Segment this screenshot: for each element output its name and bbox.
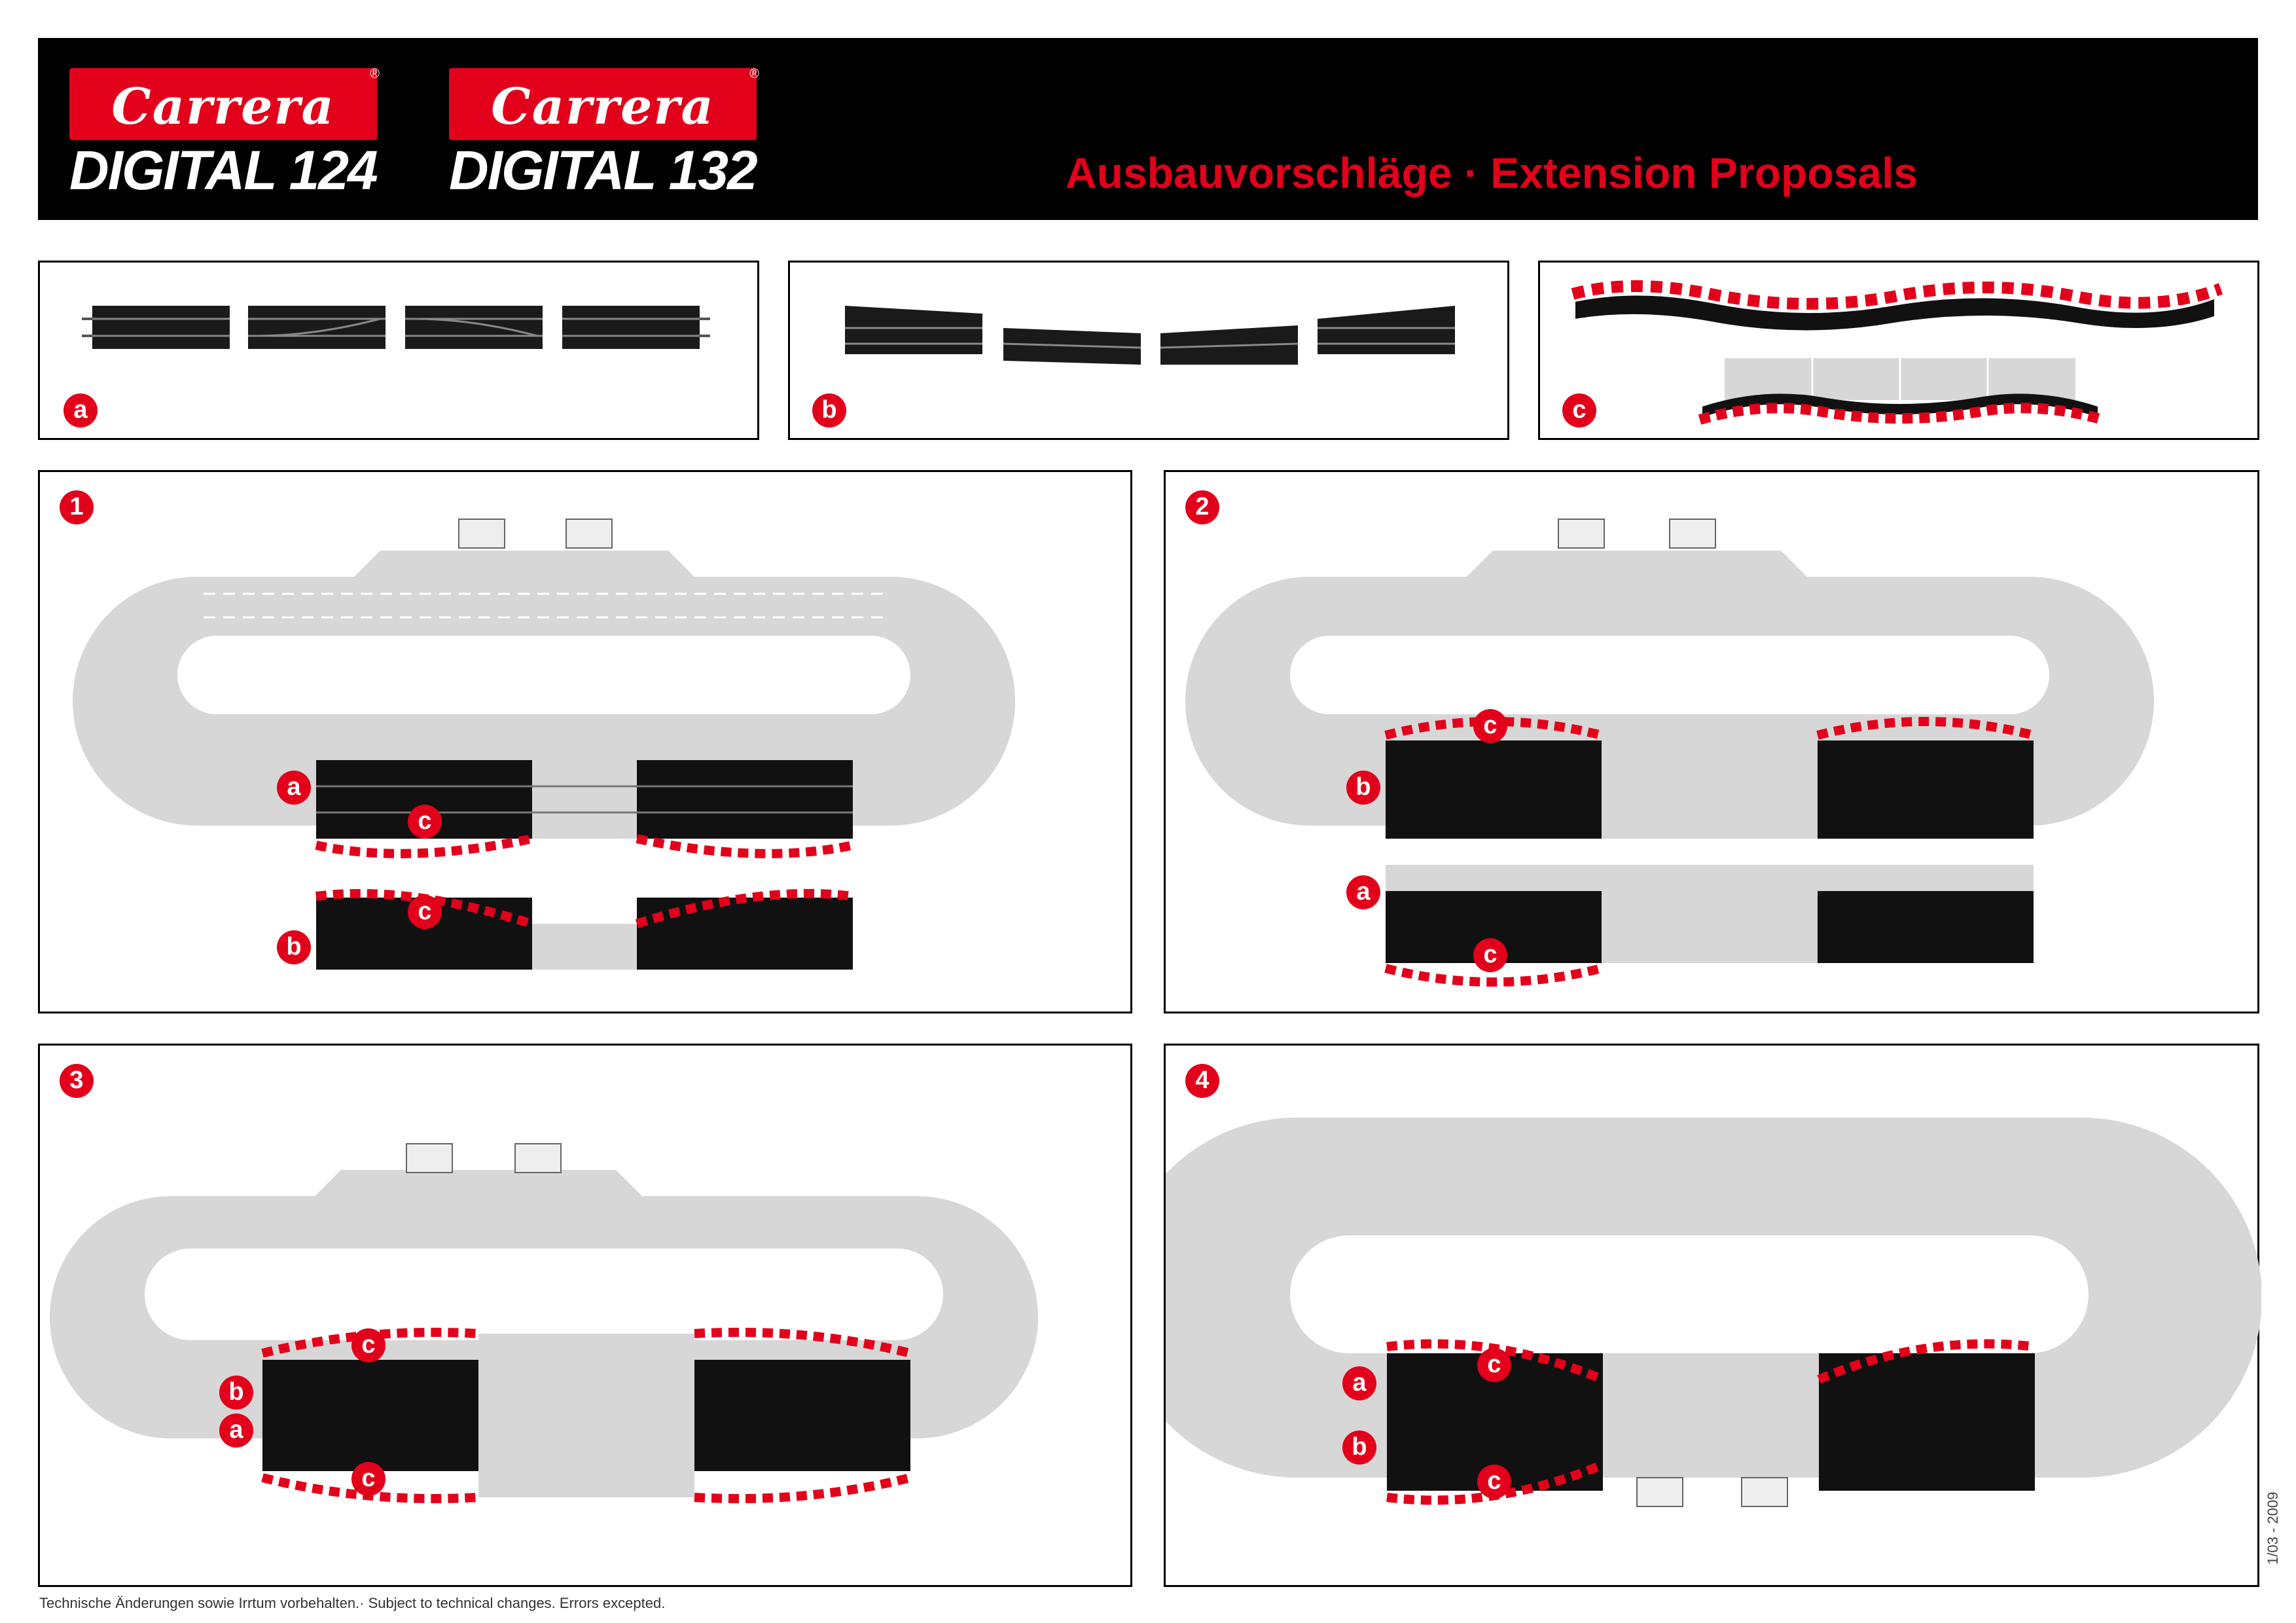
logo-line: DIGITAL 124: [69, 139, 378, 201]
part-badge-b: b: [277, 930, 311, 964]
layout-panel-2: 2 c b a c: [1164, 470, 2259, 1013]
layout-badge-1: 1: [60, 490, 94, 524]
document-id: 1/03 - 2009: [2265, 1491, 2281, 1565]
part-badge-b: b: [1342, 1431, 1376, 1465]
part-badge-b: b: [812, 393, 846, 428]
carrera-digital-124-logo: Carrera ® DIGITAL 124: [69, 67, 380, 201]
logo-line: DIGITAL 132: [449, 139, 758, 201]
part-badge-c: c: [1477, 1465, 1511, 1499]
lane-change-right-illustration: [845, 306, 1455, 365]
part-badge-c: c: [1562, 393, 1596, 428]
footer-disclaimer: Technische Änderungen sowie Irrtum vorbe…: [39, 1595, 666, 1611]
layout-panel-1: 1 a c c b: [38, 470, 1132, 1013]
layout-panel-4: 4 c a b c: [1164, 1044, 2261, 1587]
layout-1-track: [73, 519, 1015, 970]
logo-badge: [69, 68, 377, 140]
border-extension-illustration: [1571, 280, 2223, 425]
part-badge-c: c: [408, 805, 442, 839]
layout-badge-3: 3: [60, 1064, 94, 1098]
layout-4-track: [1166, 1118, 2261, 1507]
logo-brand: Carrera: [111, 77, 335, 136]
part-badge-b: b: [1346, 771, 1380, 805]
part-badge-b: b: [219, 1376, 253, 1410]
part-badge-c: c: [351, 1328, 386, 1362]
layout-3-track: [50, 1143, 1038, 1503]
part-badge-a: a: [1346, 875, 1380, 909]
part-badge-a: a: [219, 1413, 253, 1448]
layout-panel-3: 3 c b a c: [38, 1044, 1132, 1587]
layout-badge-4: 4: [1185, 1064, 1219, 1098]
page-title: Ausbauvorschläge · Extension Proposals: [1066, 149, 1918, 197]
part-badge-c: c: [351, 1462, 386, 1496]
lane-change-left-illustration: [82, 306, 710, 349]
carrera-digital-132-logo: Carrera ® DIGITAL 132: [449, 67, 759, 201]
part-badge-a: a: [277, 771, 311, 805]
part-badge-a: a: [1342, 1366, 1376, 1400]
part-badge-c: c: [408, 895, 442, 929]
layout-badge-2: 2: [1185, 490, 1219, 524]
part-badge-a: a: [63, 393, 98, 428]
part-badge-c: c: [1477, 1348, 1511, 1382]
logo-brand: Carrera: [491, 77, 715, 136]
part-panel-a: a: [38, 261, 759, 440]
registered-mark: ®: [370, 67, 380, 81]
part-panel-c: c: [1538, 261, 2259, 440]
part-badge-c: c: [1473, 709, 1507, 743]
layout-2-track: [1185, 519, 2154, 987]
registered-mark: ®: [749, 67, 759, 81]
part-badge-c: c: [1473, 938, 1507, 972]
logo-badge: [449, 68, 757, 140]
part-panel-b: b: [788, 261, 1509, 440]
header-bar: Carrera ® DIGITAL 124 Carrera ® DIGITAL …: [38, 38, 2258, 220]
